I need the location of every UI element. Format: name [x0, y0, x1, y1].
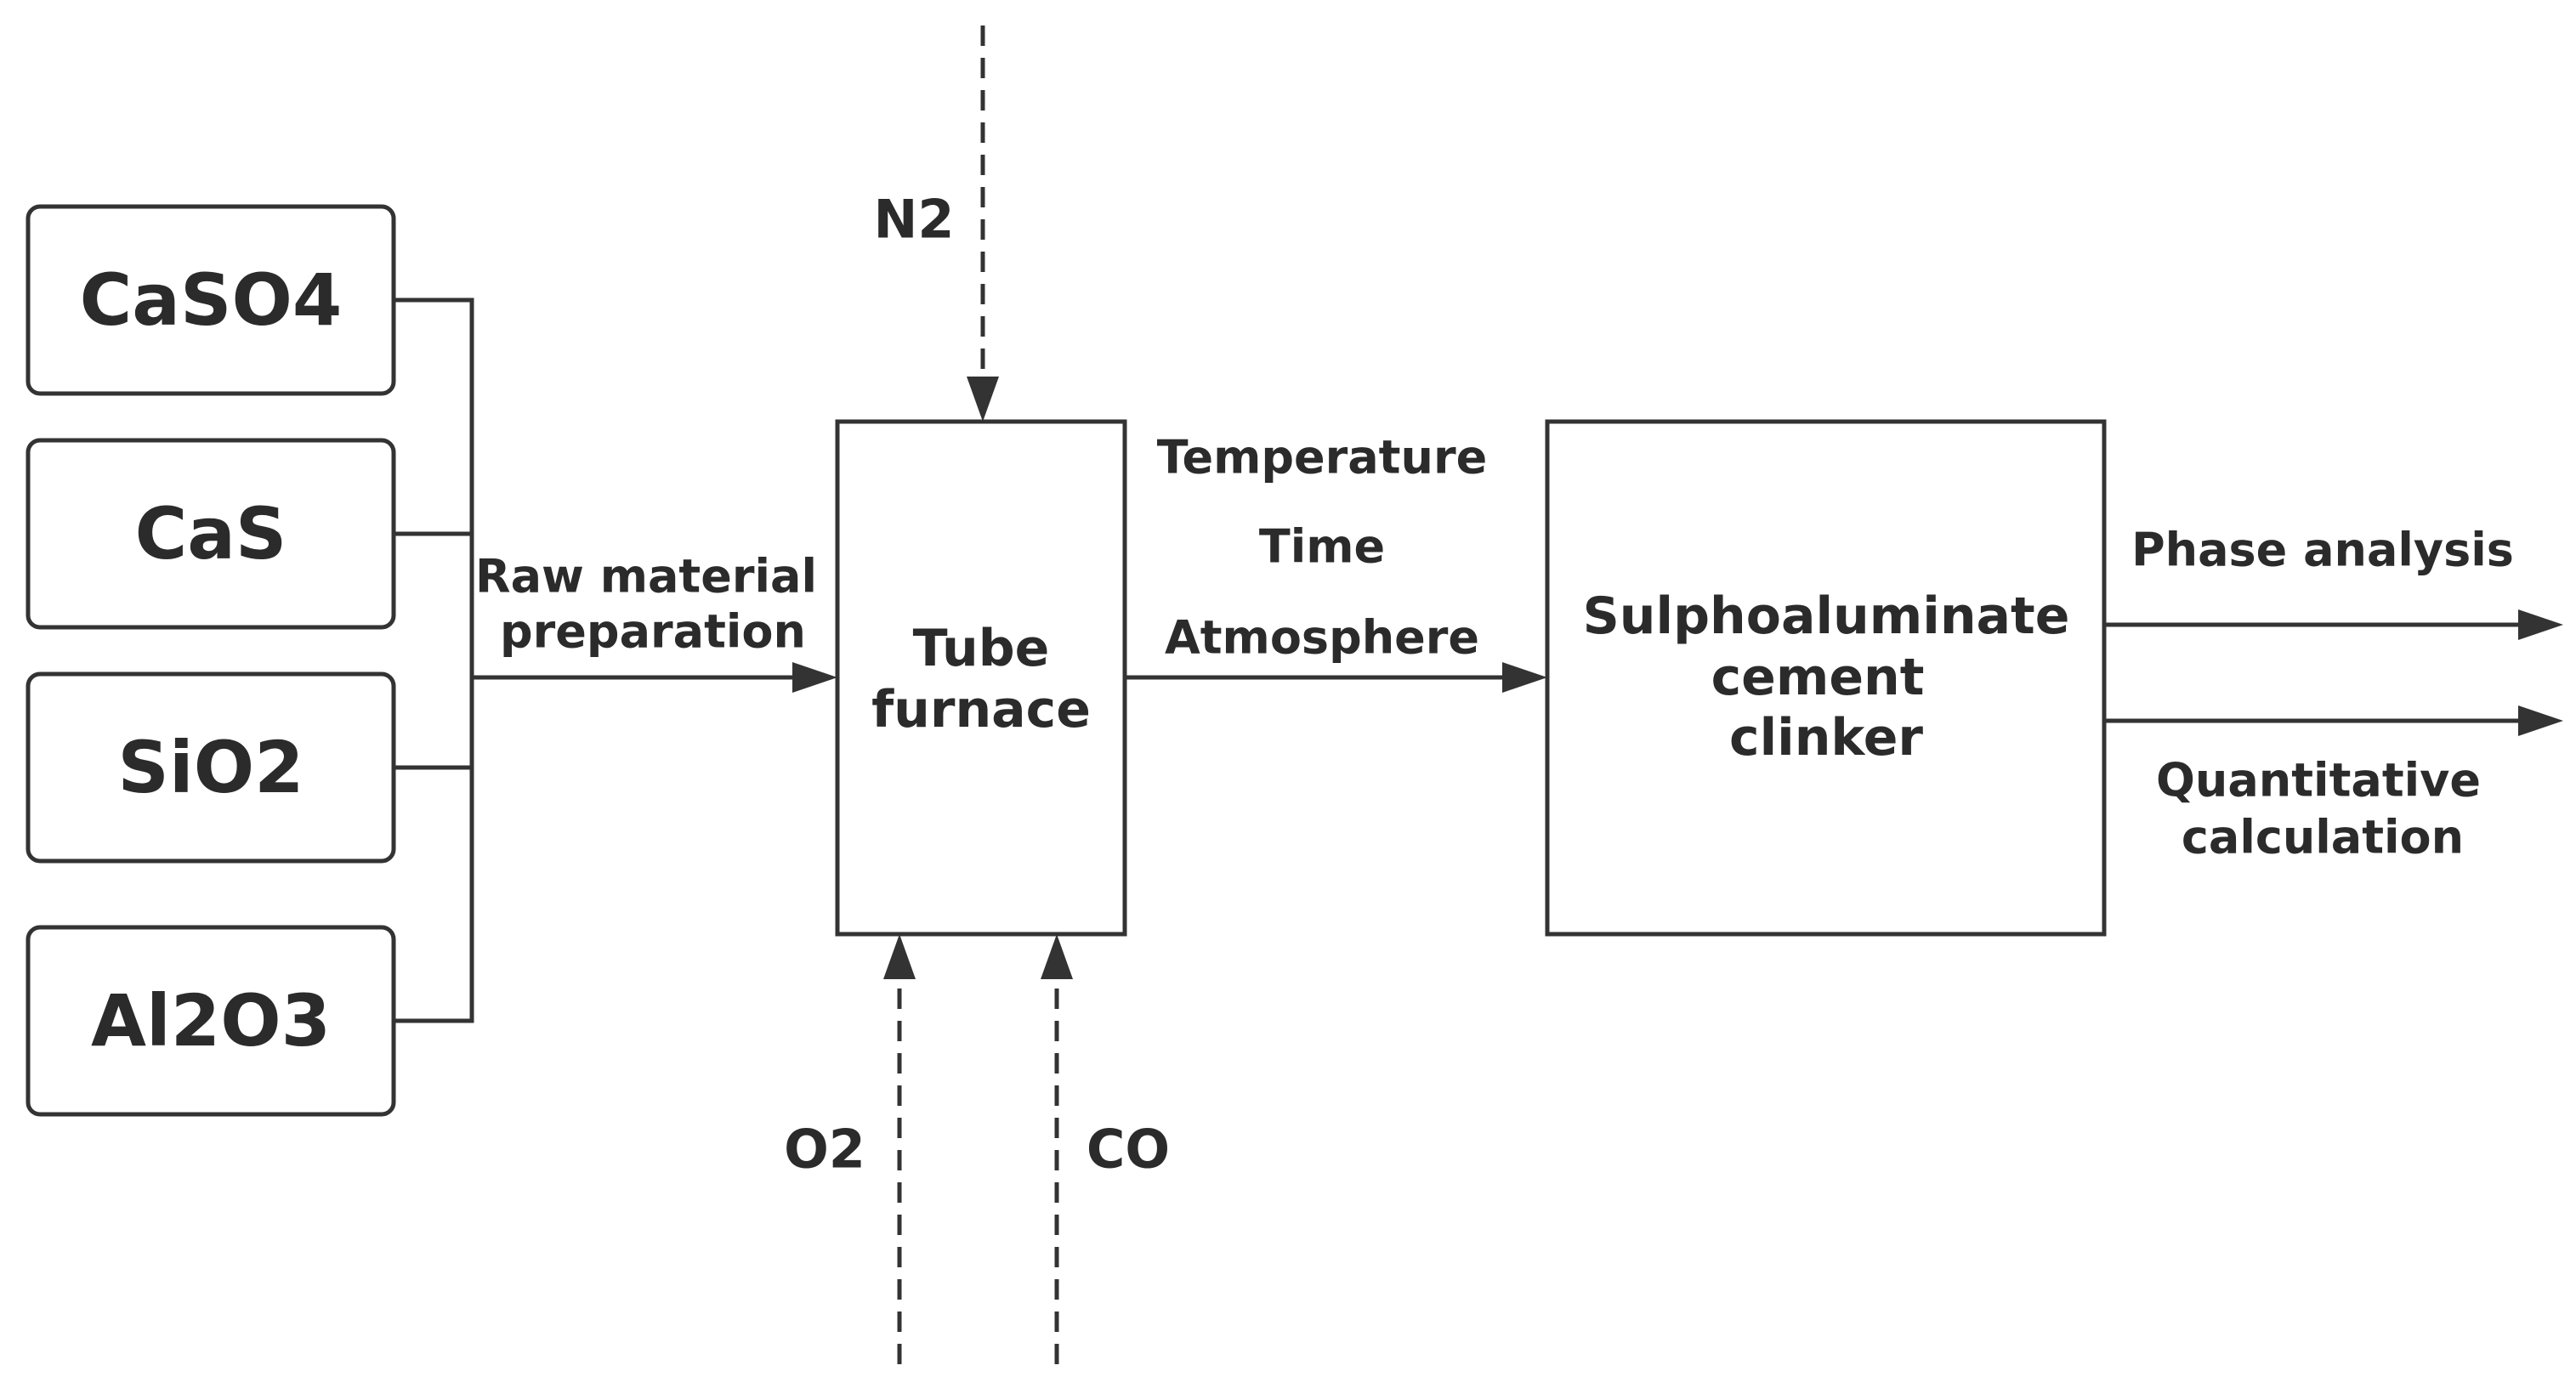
n2-label: N2 [873, 189, 954, 251]
condition-time: Time [1259, 520, 1385, 574]
clinker-label-line2: cement [1711, 648, 1925, 707]
condition-temperature: Temperature [1157, 431, 1487, 484]
output-phase-analysis: Phase analysis [2131, 524, 2514, 577]
raw-material-arrowhead [792, 662, 837, 693]
output-quantitative-line2: calculation [2182, 811, 2464, 864]
co-label: CO [1087, 1119, 1170, 1181]
process-label-line2: preparation [500, 605, 806, 659]
co-inlet-arrowhead [1041, 934, 1073, 979]
input-label-al2o3: Al2O3 [91, 979, 331, 1062]
output-quantitative-line1: Quantitative [2156, 754, 2481, 807]
phase-analysis-arrowhead [2518, 609, 2563, 640]
input-merge-connector [394, 297, 474, 1023]
calcination-arrowhead [1502, 662, 1547, 693]
input-label-caso4: CaSO4 [80, 258, 343, 342]
clinker-label-line3: clinker [1729, 708, 1923, 768]
clinker-label-line1: Sulphoaluminate [1583, 586, 2070, 646]
input-label-cas: CaS [135, 492, 287, 575]
process-label-line1: Raw material [475, 550, 817, 603]
o2-label: O2 [784, 1119, 865, 1181]
input-label-sio2: SiO2 [117, 726, 304, 809]
o2-inlet-arrowhead [883, 934, 916, 979]
tube-furnace-label-line1: Tube [913, 619, 1050, 678]
n2-inlet-arrowhead [967, 377, 999, 422]
tube-furnace-label-line2: furnace [871, 680, 1091, 739]
clinker-box [1545, 419, 2107, 937]
quantitative-arrowhead [2518, 705, 2563, 736]
condition-atmosphere: Atmosphere [1165, 611, 1479, 665]
tube-furnace-box [835, 419, 1127, 937]
